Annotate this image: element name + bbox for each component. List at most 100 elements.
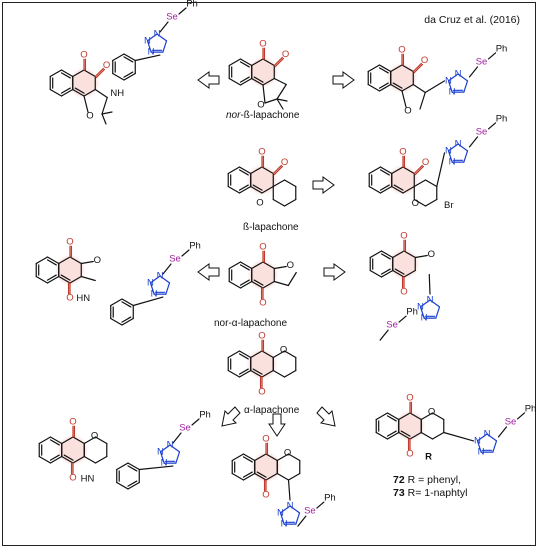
double-bond <box>49 454 60 461</box>
ring-bond <box>239 58 253 67</box>
double-bond <box>253 76 264 83</box>
beta-lapachone-label: ß-lapachone <box>243 222 299 233</box>
ring-bond <box>61 455 74 464</box>
ring-bond <box>121 298 134 307</box>
ring-bond <box>431 431 445 440</box>
ring-bond <box>261 350 274 359</box>
naphthoquinone-core <box>367 64 416 92</box>
ring-bond <box>457 143 469 152</box>
ch2-bond <box>468 66 479 78</box>
ring-bond <box>149 282 155 295</box>
selenium-atom: Se <box>505 416 517 427</box>
ring-bond <box>254 453 267 462</box>
phenyl-label: Ph <box>496 113 508 124</box>
bond <box>80 260 94 265</box>
ring-bond <box>242 453 256 462</box>
double-bond <box>238 169 249 176</box>
bond <box>94 88 108 99</box>
nitrogen-atom: N <box>151 289 158 300</box>
amine-nh: NH <box>110 88 124 99</box>
selenium-atom: Se <box>179 423 191 434</box>
c4-carbonyl-oxygen: O <box>262 434 269 445</box>
ring-bond <box>251 58 264 67</box>
ring-bond <box>283 198 297 207</box>
ring-bond <box>447 150 453 163</box>
nitrogen-atom: N <box>474 435 481 446</box>
c2-carbonyl-oxygen: O <box>103 60 110 71</box>
ring-bond <box>83 69 96 78</box>
phenyl-label: Ph <box>189 241 201 252</box>
double-bond <box>378 67 389 74</box>
ring-bond <box>123 72 136 81</box>
furan-oxygen: O <box>94 255 101 266</box>
c4-carbonyl-oxygen: O <box>406 393 413 404</box>
ring-bond <box>251 77 264 86</box>
nitrogen-atom: N <box>455 139 462 150</box>
double-bond <box>379 169 390 176</box>
ring-bond <box>375 431 389 440</box>
ring-bond <box>127 462 140 471</box>
selenium-atom: Se <box>304 506 316 517</box>
ring-bond <box>238 369 252 378</box>
c2-carbonyl-oxygen: O <box>281 157 288 168</box>
nitrogen-atom: N <box>161 458 168 469</box>
ring-bond <box>231 472 245 481</box>
pyran-oxygen: O <box>284 448 291 459</box>
nitrogen-atom: N <box>147 277 154 288</box>
r-substituent: R <box>425 452 432 463</box>
naphthoquinone-core <box>227 350 276 378</box>
arrow-down-alpha <box>268 413 286 437</box>
nitrogen-atom: N <box>449 87 456 98</box>
ring-bond <box>38 455 52 464</box>
ch2-bond <box>468 136 479 148</box>
se-ph-bond <box>487 52 497 60</box>
c-o-bond <box>272 164 282 175</box>
selenium-atom: Se <box>166 12 178 23</box>
ring-bond <box>261 185 274 194</box>
ring-bond <box>35 275 49 284</box>
bond <box>276 83 287 100</box>
naphthoquinone-core <box>35 256 84 284</box>
nitrogen-atom: N <box>484 429 491 440</box>
naphthoquinone-core <box>231 453 280 481</box>
ring-bond <box>391 185 404 194</box>
ring-bond <box>295 512 301 525</box>
ring-bond <box>242 472 256 481</box>
ring-bond <box>375 412 389 421</box>
se-ph-bond <box>191 418 200 426</box>
double-bond <box>127 480 138 487</box>
scheme-frame <box>2 2 536 546</box>
bond <box>262 84 266 104</box>
double-bond <box>239 264 250 271</box>
ring-bond <box>227 166 241 175</box>
ring-bond <box>265 472 278 481</box>
c2-carbonyl-oxygen: O <box>421 55 428 66</box>
phenyl-label: Ph <box>406 307 418 318</box>
nitrogen-atom: N <box>427 295 434 306</box>
ring-bond <box>110 317 123 326</box>
ring-bond <box>431 412 445 421</box>
bond <box>80 275 96 282</box>
triazole-ring: NNN <box>144 29 168 58</box>
triazole-ring: NNN <box>445 69 469 98</box>
bond <box>428 273 431 295</box>
ring-bond <box>419 299 431 308</box>
ring-bond <box>398 412 411 421</box>
double-bond <box>378 82 389 89</box>
se-ph-bond <box>316 501 325 509</box>
ring-bond <box>94 436 108 445</box>
pyran-oxygen: O <box>256 198 263 209</box>
ring-bond <box>60 88 74 97</box>
nitrogen-atom: N <box>287 501 294 512</box>
ring-bond <box>83 88 96 97</box>
ring-bond <box>123 53 136 62</box>
double-bond <box>239 279 250 286</box>
